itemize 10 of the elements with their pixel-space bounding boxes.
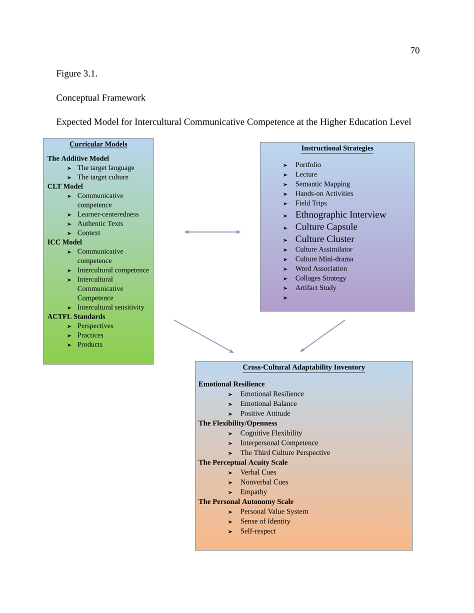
page-number: 70: [410, 47, 420, 54]
framework-box: [195, 361, 413, 551]
figure-number: Figure 3.1.: [56, 70, 97, 79]
figure-title: Expected Model for Intercultural Communicative Competence at the Higher Education Level: [56, 118, 412, 127]
figure-subtitle: Conceptual Framework: [56, 94, 146, 103]
list-item: Culture Capsule: [296, 223, 358, 232]
list-item: Ethnographic Interview: [296, 210, 386, 220]
framework-box: [260, 142, 415, 312]
framework-box: [43, 138, 154, 365]
list-item: Culture Cluster: [296, 235, 354, 242]
